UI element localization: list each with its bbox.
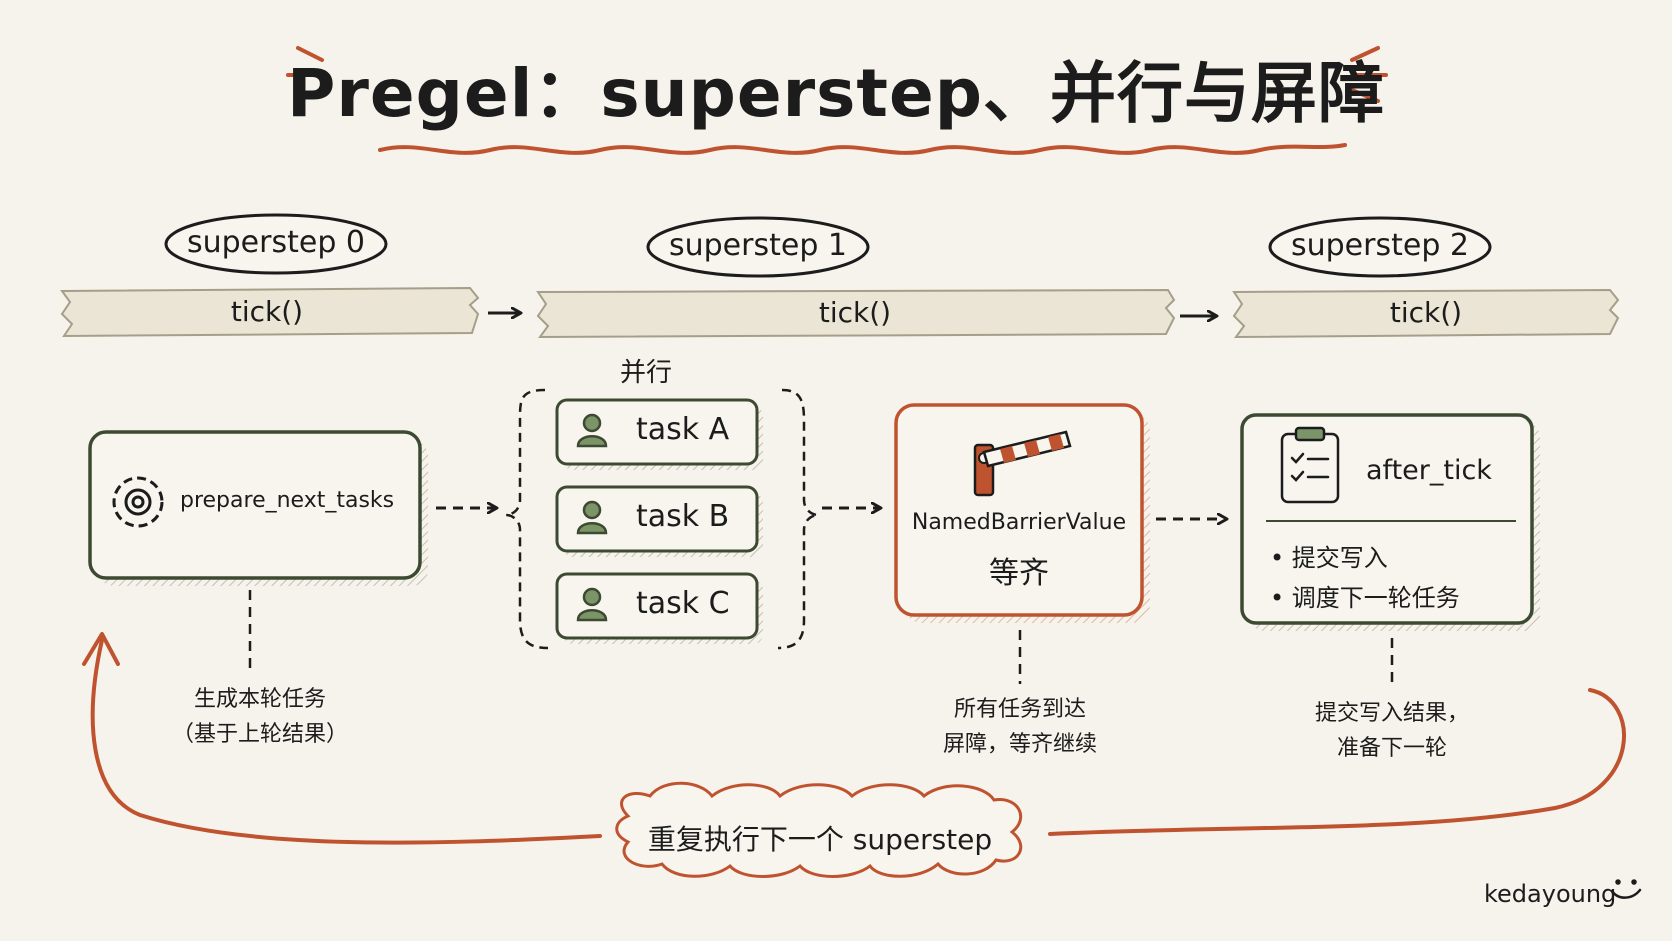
loop-arrow (90, 638, 602, 845)
note-prepare: 生成本轮任务 （基于上轮结果） (150, 682, 370, 752)
page-title: Pregel：superstep、并行与屏障 (287, 55, 1385, 132)
title-sparks-right (1350, 46, 1388, 103)
after-tick-bullet-2: • 调度下一轮任务 (1270, 584, 1460, 612)
after-tick-bullet-1: • 提交写入 (1270, 544, 1388, 572)
tick-tape-2 (1232, 288, 1620, 339)
note-after-line-1: 提交写入结果， (1314, 701, 1469, 726)
superstep-0-pill (164, 213, 388, 275)
superstep-2-pill (1268, 216, 1492, 278)
parallel-bracket (505, 388, 549, 650)
person-icon (576, 413, 608, 448)
note-prepare-line-1: 生成本轮任务 (193, 687, 326, 712)
bullet-text: 提交写入 (1291, 544, 1388, 572)
clipboard-icon (1280, 426, 1340, 504)
title-sparks-left (286, 46, 324, 103)
superstep-1-label: superstep 1 (669, 228, 847, 263)
task-a-box (555, 398, 763, 470)
barrier-label: NamedBarrierValue (911, 510, 1127, 535)
person-icon (576, 587, 608, 622)
signature: kedayoung (1484, 880, 1617, 908)
task-b-label: task B (636, 499, 730, 534)
superstep-1-pill (646, 216, 870, 278)
note-barrier-line-1: 所有任务到达 (953, 697, 1086, 722)
title-underline (378, 143, 1347, 155)
task-c-label: task C (636, 586, 730, 621)
after-tick-label: after_tick (1366, 455, 1492, 486)
tick-tape-1 (536, 288, 1176, 339)
tick-label-1: tick() (818, 296, 892, 329)
task-c-box (555, 572, 763, 644)
prepare-box (88, 430, 422, 580)
loop-label: 重复执行下一个 superstep (647, 823, 993, 856)
bullet-text: 调度下一轮任务 (1291, 584, 1460, 612)
task-b-box (555, 485, 763, 557)
note-barrier-line-2: 屏障，等齐继续 (942, 732, 1097, 758)
tick-tape-0 (60, 286, 480, 338)
loop-label-cloud (615, 781, 1023, 878)
note-after-line-2: 准备下一轮 (1336, 736, 1447, 762)
prepare-label: prepare_next_tasks (180, 488, 395, 513)
tick-label-2: tick() (1389, 296, 1463, 329)
task-a-label: task A (636, 412, 730, 447)
superstep-2-label: superstep 2 (1291, 228, 1469, 263)
superstep-0-label: superstep 0 (187, 225, 365, 260)
barrier-box (894, 403, 1144, 617)
gear-icon (112, 476, 164, 528)
note-prepare-line-2: （基于上轮结果） (171, 722, 348, 748)
barrier-sublabel: 等齐 (989, 556, 1049, 591)
parallel-label: 并行 (620, 358, 673, 388)
note-after: 提交写入结果， 准备下一轮 (1282, 696, 1502, 766)
tick-label-0: tick() (230, 295, 304, 328)
barrier-gate-icon (973, 430, 1072, 497)
person-icon (576, 500, 608, 535)
note-barrier: 所有任务到达 屏障，等齐继续 (910, 692, 1130, 762)
smiley-icon (1610, 879, 1642, 899)
